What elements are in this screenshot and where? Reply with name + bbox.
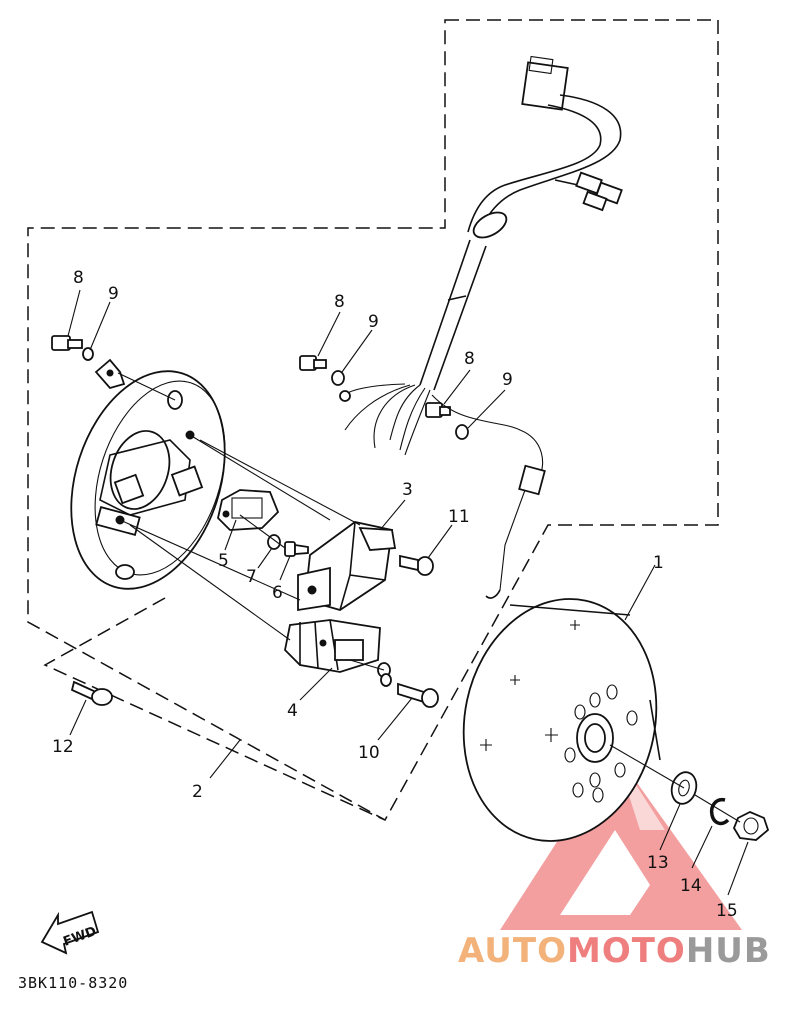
screw-11 xyxy=(399,554,434,576)
callout-5: 5 xyxy=(218,551,229,571)
assembly-lines xyxy=(117,372,741,823)
callout-11: 11 xyxy=(448,507,470,527)
source-coil-3 xyxy=(297,521,397,612)
circlip-14 xyxy=(709,797,730,826)
callout-15: 15 xyxy=(716,901,738,921)
callout-6: 6 xyxy=(272,583,283,603)
callout-9-left: 9 xyxy=(108,284,119,304)
stator-base-plate xyxy=(70,370,226,590)
callout-8-left: 8 xyxy=(73,268,84,288)
callout-2: 2 xyxy=(192,782,203,802)
wire-clamp xyxy=(94,358,126,390)
callout-3: 3 xyxy=(402,480,413,500)
callout-1: 1 xyxy=(653,553,664,573)
washer-9-middle xyxy=(331,370,345,386)
nut-15 xyxy=(732,811,770,841)
callout-14: 14 xyxy=(680,876,702,896)
callout-13: 13 xyxy=(647,853,669,873)
fwd-arrow: FWD xyxy=(40,910,100,955)
screw-6 xyxy=(284,541,309,557)
callout-9-right: 9 xyxy=(502,370,513,390)
bolt-8-right xyxy=(425,402,451,418)
diagram-code: 3BK110-8320 xyxy=(18,974,128,992)
callout-8-right: 8 xyxy=(464,349,475,369)
bolt-8-left xyxy=(51,335,83,351)
flywheel-rotor-1 xyxy=(462,598,661,842)
screw-10 xyxy=(397,682,439,708)
wire-harness xyxy=(339,55,623,599)
bolt-8-middle xyxy=(299,355,327,371)
callout-7: 7 xyxy=(246,567,257,587)
watermark-text: AUTOMOTOHUB xyxy=(458,931,771,971)
callout-4: 4 xyxy=(287,701,298,721)
charging-coil-4 xyxy=(284,619,381,673)
watermark-logo xyxy=(500,752,742,930)
pickup-coil-5 xyxy=(217,489,280,531)
watermark-hub: HUB xyxy=(686,931,771,971)
callout-12: 12 xyxy=(52,737,74,757)
washer-4b xyxy=(380,673,392,687)
callout-9-middle: 9 xyxy=(368,312,379,332)
washer-9-left xyxy=(82,347,94,361)
screw-12 xyxy=(70,680,113,706)
washer-7 xyxy=(267,534,281,550)
leader-lines xyxy=(67,289,749,896)
watermark-auto: AUTO xyxy=(458,931,567,971)
stator-subgroup-boundary xyxy=(43,597,386,821)
washer-9-right xyxy=(455,424,469,440)
callout-8-middle: 8 xyxy=(334,292,345,312)
watermark-moto: MOTO xyxy=(567,931,686,971)
callout-10: 10 xyxy=(358,743,380,763)
